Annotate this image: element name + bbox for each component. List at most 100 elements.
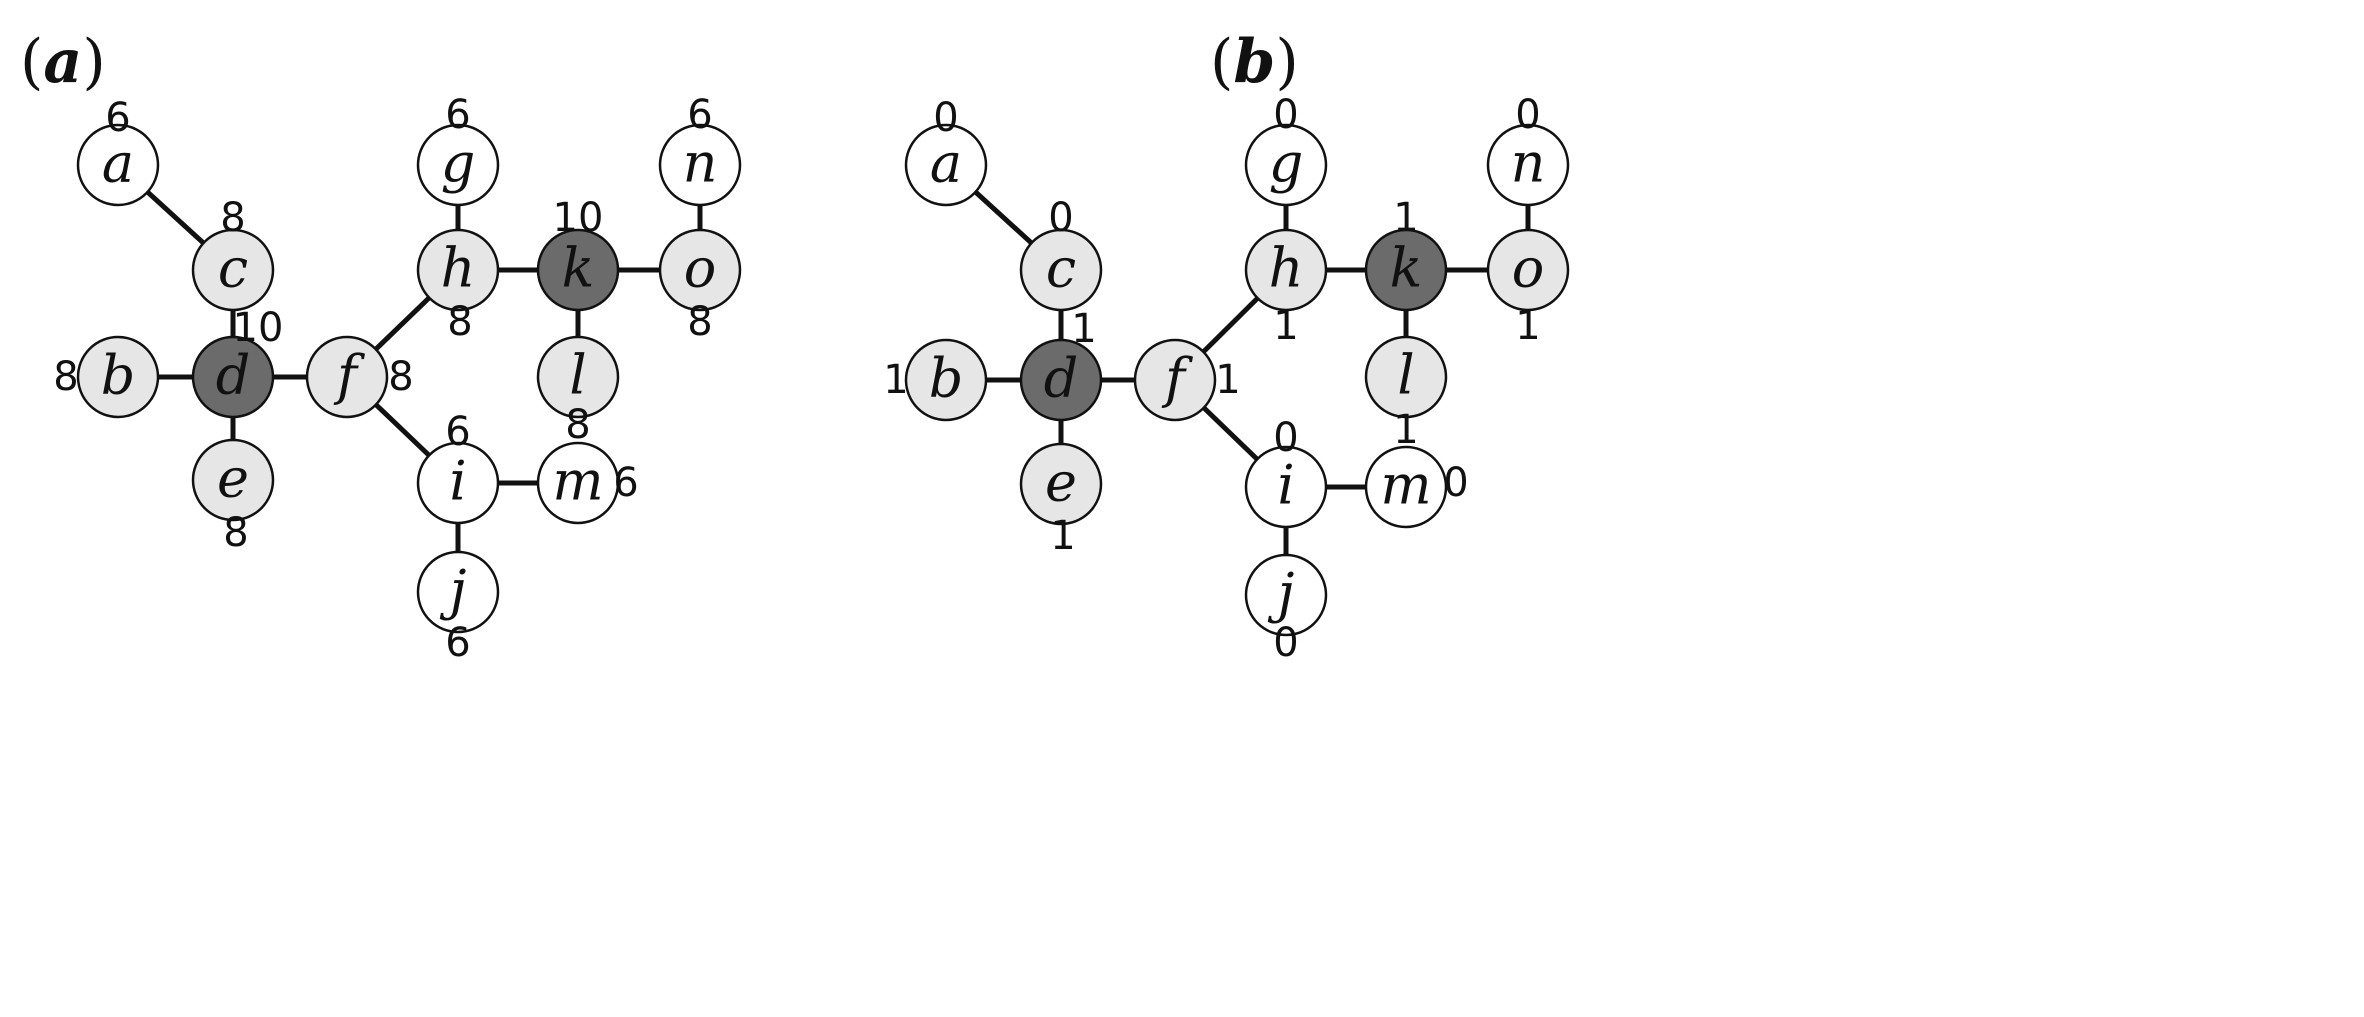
node-n-value: 6 bbox=[687, 92, 712, 138]
node-m-label: m bbox=[552, 450, 603, 513]
node-a-circle bbox=[904, 123, 988, 207]
node-d-label: d bbox=[1044, 347, 1079, 410]
node-l-circle bbox=[536, 335, 620, 419]
node-h-circle bbox=[416, 228, 500, 312]
node-l-label: l bbox=[569, 344, 586, 407]
node-o-value: 1 bbox=[1515, 303, 1540, 349]
node-n-label: n bbox=[683, 132, 718, 195]
node-c-label: c bbox=[218, 237, 248, 300]
node-b-label: b bbox=[101, 344, 136, 407]
node-e: e8 bbox=[191, 438, 275, 556]
node-f-value: 8 bbox=[388, 354, 413, 400]
node-k-label: k bbox=[562, 237, 595, 300]
node-g-circle bbox=[416, 123, 500, 207]
node-k-value: 1 bbox=[1393, 195, 1418, 241]
node-l-circle bbox=[1364, 335, 1448, 419]
node-i-value: 6 bbox=[445, 409, 470, 455]
node-o: o8 bbox=[658, 228, 742, 345]
node-a-circle bbox=[76, 123, 160, 207]
node-b-value: 8 bbox=[53, 354, 78, 400]
node-o-label: o bbox=[1512, 237, 1545, 300]
node-d-value: 10 bbox=[233, 305, 284, 351]
node-e-label: e bbox=[217, 447, 249, 510]
node-m-circle bbox=[536, 441, 620, 525]
node-a: a6 bbox=[76, 95, 160, 207]
node-h-value: 8 bbox=[447, 299, 472, 345]
node-l-value: 8 bbox=[565, 402, 590, 448]
node-g-circle bbox=[1244, 123, 1328, 207]
node-a: a0 bbox=[904, 95, 988, 207]
node-d-label: d bbox=[216, 344, 251, 407]
node-j-value: 0 bbox=[1273, 620, 1298, 666]
node-h-circle bbox=[1244, 228, 1328, 312]
node-h-label: h bbox=[1269, 237, 1304, 300]
node-a-value: 6 bbox=[105, 95, 130, 141]
node-c-value: 8 bbox=[220, 195, 245, 241]
node-e-circle bbox=[191, 438, 275, 522]
node-j-circle bbox=[416, 550, 500, 634]
node-a-label: a bbox=[102, 132, 134, 195]
node-o-value: 8 bbox=[687, 299, 712, 345]
node-i-label: i bbox=[449, 450, 466, 513]
node-n: n6 bbox=[658, 92, 742, 207]
node-j: j0 bbox=[1244, 553, 1328, 666]
node-n-label: n bbox=[1511, 132, 1546, 195]
node-g-label: g bbox=[441, 132, 476, 195]
node-l-label: l bbox=[1397, 344, 1414, 407]
node-i: i6 bbox=[416, 409, 500, 525]
node-g-label: g bbox=[1269, 132, 1304, 195]
node-n-circle bbox=[658, 123, 742, 207]
node-g: g0 bbox=[1244, 92, 1328, 207]
node-e-value: 1 bbox=[1050, 513, 1075, 559]
node-c-label: c bbox=[1046, 237, 1076, 300]
node-d: d10 bbox=[191, 305, 284, 419]
node-e-label: e bbox=[1045, 451, 1077, 514]
node-e: e1 bbox=[1019, 442, 1103, 559]
node-n-circle bbox=[1486, 123, 1570, 207]
node-c: c0 bbox=[1019, 195, 1103, 312]
node-d: d1 bbox=[1019, 306, 1103, 422]
node-l: l1 bbox=[1364, 335, 1448, 453]
panel-b-label: (b) bbox=[1210, 27, 1299, 97]
node-d-value: 1 bbox=[1071, 306, 1096, 352]
node-b: b1 bbox=[883, 338, 988, 422]
node-n: n0 bbox=[1486, 92, 1570, 207]
node-b-label: b bbox=[929, 347, 964, 410]
node-f-circle bbox=[305, 335, 389, 419]
node-c-circle bbox=[191, 228, 275, 312]
node-i: i0 bbox=[1244, 415, 1328, 529]
node-l-value: 1 bbox=[1393, 407, 1418, 453]
node-b: b8 bbox=[53, 335, 160, 419]
node-g-value: 6 bbox=[445, 92, 470, 138]
node-c-circle bbox=[1019, 228, 1103, 312]
node-o: o1 bbox=[1486, 228, 1570, 349]
node-j: j6 bbox=[416, 550, 500, 666]
node-o-circle bbox=[1486, 228, 1570, 312]
node-c-value: 0 bbox=[1048, 195, 1073, 241]
node-k: k10 bbox=[536, 195, 620, 312]
node-m-circle bbox=[1364, 445, 1448, 529]
node-h-label: h bbox=[441, 237, 476, 300]
node-n-value: 0 bbox=[1515, 92, 1540, 138]
node-i-circle bbox=[416, 441, 500, 525]
node-j-value: 6 bbox=[445, 620, 470, 666]
node-g: g6 bbox=[416, 92, 500, 207]
node-k-circle bbox=[536, 228, 620, 312]
node-k-value: 10 bbox=[553, 195, 604, 241]
node-l: l8 bbox=[536, 335, 620, 448]
node-i-label: i bbox=[1277, 454, 1294, 517]
node-f-value: 1 bbox=[1215, 357, 1240, 403]
node-i-value: 0 bbox=[1273, 415, 1298, 461]
node-k-circle bbox=[1364, 228, 1448, 312]
node-k: k1 bbox=[1364, 195, 1448, 312]
node-d-circle bbox=[1019, 338, 1103, 422]
